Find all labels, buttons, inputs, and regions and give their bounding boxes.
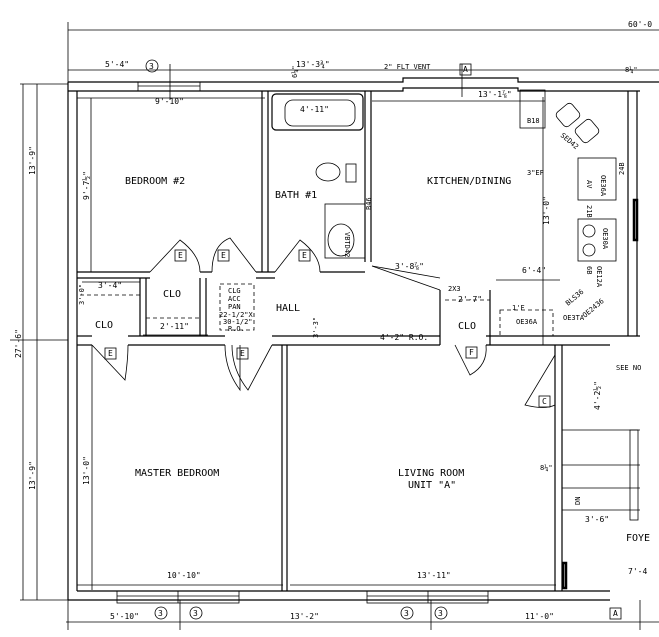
exhaust-fan-note: 3"EF bbox=[527, 169, 544, 177]
door-tag: E bbox=[108, 349, 113, 358]
dimension-lines bbox=[10, 22, 659, 630]
door-tag: E bbox=[221, 251, 226, 260]
dim-label: 3'-3" bbox=[312, 317, 320, 338]
room-foyer: FOYE bbox=[626, 533, 650, 544]
dim-label: 13'-1⅞" bbox=[478, 90, 512, 99]
dim-label: 5'-10" bbox=[110, 612, 139, 621]
window-tag-label: 3 bbox=[158, 609, 163, 618]
cabinet-code: B46 bbox=[365, 197, 373, 210]
door-tag: E bbox=[302, 251, 307, 260]
door-tag: E bbox=[240, 349, 245, 358]
room-closet: CLO bbox=[163, 289, 181, 300]
sink bbox=[555, 102, 581, 128]
walls bbox=[67, 77, 659, 601]
section-tag: A bbox=[463, 65, 468, 74]
door-tag: C bbox=[542, 397, 547, 406]
dim-label: 10'-10" bbox=[167, 571, 201, 580]
dim-label: 6¼" bbox=[291, 65, 299, 78]
cabinet-code: OE36A bbox=[516, 318, 538, 326]
dimension-labels: 60'-0 5'-4" 13'-3¾" 6¼" 8¼" 9'-10" 4'-11… bbox=[14, 20, 652, 621]
dim-label: 60'-0 bbox=[628, 20, 652, 29]
dim-label: 13'-0" bbox=[82, 456, 91, 485]
window-tag-label: 3 bbox=[404, 609, 409, 618]
room-kitchen-dining: KITCHEN/DINING bbox=[427, 176, 511, 187]
dim-label: 4'-2" R.O. bbox=[380, 333, 428, 342]
dim-label: 6'-4" bbox=[522, 266, 546, 275]
cabinet-code: OE30A bbox=[601, 228, 609, 250]
dim-label: 13'-9" bbox=[28, 461, 37, 490]
ceiling-access-panel bbox=[219, 283, 255, 331]
dim-label: 3'-0" bbox=[78, 284, 86, 305]
dim-label: 8¼" bbox=[540, 464, 553, 472]
room-bedroom-2: BEDROOM #2 bbox=[125, 176, 185, 187]
cabinet-code: 21B bbox=[585, 205, 593, 218]
door-swings bbox=[91, 237, 556, 408]
room-closet: CLO bbox=[458, 321, 476, 332]
access-panel-line: ACC bbox=[228, 295, 241, 303]
access-panel-line: PAN bbox=[228, 303, 241, 311]
dim-label: 13'-0" bbox=[542, 196, 551, 225]
access-panel-line: R.O. bbox=[228, 325, 245, 333]
dim-label: 7'-4 bbox=[628, 567, 647, 576]
room-bath-1: BATH #1 bbox=[275, 190, 317, 201]
window-tag bbox=[145, 59, 159, 73]
see-note: SEE NO bbox=[616, 364, 641, 372]
dim-label: 2'-11" bbox=[160, 322, 189, 331]
dim-label: 13'-11" bbox=[417, 571, 451, 580]
room-labels: BEDROOM #2 BATH #1 KITCHEN/DINING HALL C… bbox=[95, 176, 650, 544]
cabinet-code: 1'F bbox=[512, 304, 525, 312]
room-closet: CLO bbox=[95, 320, 113, 331]
stair-down-label: DN bbox=[574, 497, 582, 505]
cabinet-code: OE36A bbox=[599, 175, 607, 197]
cabinet-code: 24B bbox=[618, 162, 626, 175]
toilet bbox=[315, 162, 341, 182]
vent-note: 2" FLT VENT bbox=[384, 63, 431, 71]
cabinet-code: BLS36 bbox=[564, 288, 585, 308]
dim-label: 3'-4" bbox=[98, 281, 122, 290]
door-tag: E bbox=[178, 251, 183, 260]
dim-label: 13'-9" bbox=[28, 146, 37, 175]
dim-label: 9'-10" bbox=[155, 97, 184, 106]
dim-label: 27'-6" bbox=[14, 329, 23, 358]
range bbox=[577, 218, 617, 262]
cabinet-code: B18 bbox=[527, 117, 540, 125]
cabinet-code: AV bbox=[585, 180, 593, 189]
room-hall: HALL bbox=[276, 303, 300, 314]
window-tag-label: 3 bbox=[193, 609, 198, 618]
cabinet-code: 6B bbox=[585, 266, 593, 274]
fixtures bbox=[80, 89, 617, 337]
door-tag: F bbox=[469, 348, 474, 357]
dim-label: 3'-8⅞" bbox=[395, 262, 424, 271]
vanity bbox=[324, 203, 366, 259]
cabinet-code: OE3TA bbox=[563, 314, 585, 322]
unit-label: UNIT "A" bbox=[408, 480, 456, 491]
dim-label: 2'-7" bbox=[458, 295, 482, 304]
cabinet-code: OE2436 bbox=[581, 297, 606, 319]
access-panel-line: 22-1/2"X bbox=[219, 311, 254, 319]
room-living-room: LIVING ROOM bbox=[398, 468, 464, 479]
section-tag: A bbox=[613, 609, 618, 618]
dim-label: 3'-6" bbox=[585, 515, 609, 524]
windows bbox=[116, 81, 489, 604]
window-tag-label: 3 bbox=[438, 609, 443, 618]
dim-label: 4'-2½" bbox=[592, 381, 602, 410]
dim-label: 9'-7½" bbox=[81, 171, 91, 200]
cabinet-code: OE12A bbox=[595, 266, 603, 288]
dim-label: 11'-0" bbox=[525, 612, 554, 621]
access-panel-line: CLG bbox=[228, 287, 241, 295]
dim-label: 5'-4" bbox=[105, 60, 129, 69]
notes: 2" FLT VENT 3"EF SEE NO DN VBTD42 B46 B1… bbox=[343, 63, 641, 505]
room-master-bedroom: MASTER BEDROOM bbox=[135, 468, 219, 479]
cabinet-code: 2X3 bbox=[448, 285, 461, 293]
dim-label: 13'-3¾" bbox=[296, 60, 330, 69]
window-tag-label: 3 bbox=[149, 62, 154, 71]
access-panel-line: 30-1/2" bbox=[223, 318, 253, 326]
dim-label: 8¼" bbox=[625, 66, 638, 74]
tags: 3 3 3 3 3 A A E E E E E F C bbox=[104, 59, 622, 620]
cabinet-code: VBTD42 bbox=[343, 232, 351, 257]
dim-label: 13'-2" bbox=[290, 612, 319, 621]
bathtub bbox=[271, 93, 364, 131]
dim-label: 4'-11" bbox=[300, 105, 329, 114]
access-panel-label: CLG ACC PAN 22-1/2"X 30-1/2" R.O. bbox=[219, 287, 254, 333]
